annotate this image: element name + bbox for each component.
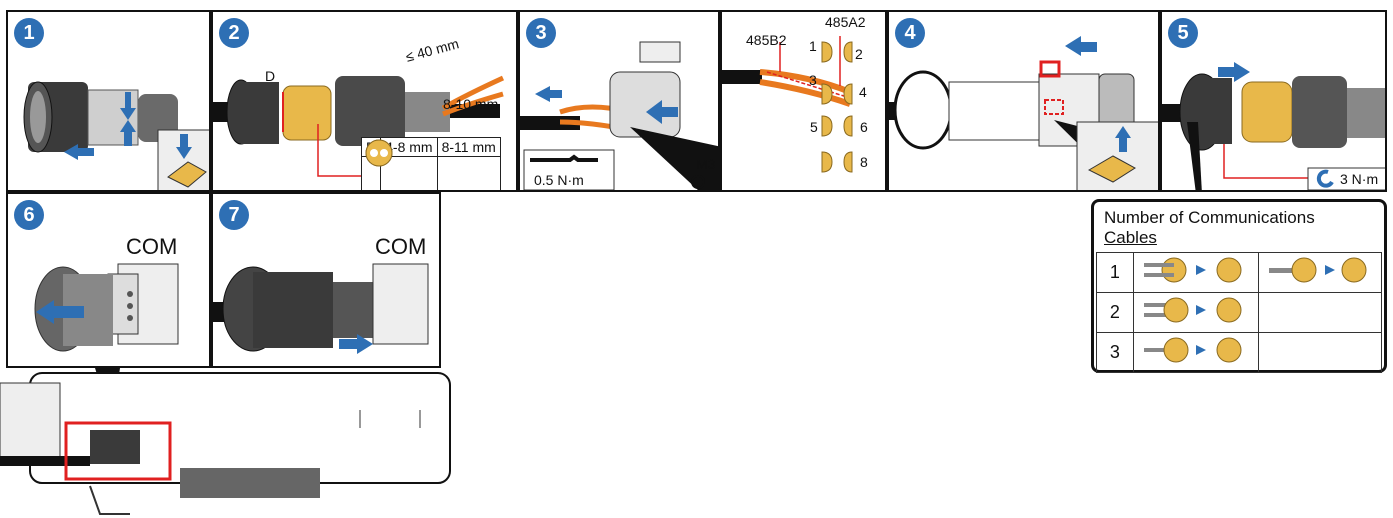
step-6-badge: 6 <box>14 200 44 230</box>
diameter-range-large: 8-11 mm <box>437 138 500 157</box>
pin-5-label: 5 <box>810 119 818 135</box>
step-3-panel: 3 M3 0.5 N·m <box>518 10 720 192</box>
plug-insert-one-icon <box>1259 253 1374 287</box>
step-7-badge: 7 <box>219 200 249 230</box>
step-3-badge: 3 <box>526 18 556 48</box>
plug-insert-four-icon <box>1134 253 1256 287</box>
step-4-illustration <box>889 12 1160 192</box>
legend-title-line2: Cables <box>1104 228 1379 248</box>
step-6-panel: 6 COM <box>6 192 211 368</box>
legend-grid: 1 2 3 <box>1096 252 1382 373</box>
pin-2-label: 2 <box>855 46 863 62</box>
pin-3-label: 3 <box>809 72 817 88</box>
pin-6-label: 6 <box>860 119 868 135</box>
pin-8-label: 8 <box>860 154 868 170</box>
diameter-label: D <box>265 68 275 84</box>
legend-row: 1 <box>1097 253 1382 293</box>
diameter-table: D 4-8 mm 8-11 mm <box>361 137 501 192</box>
step-5-badge: 5 <box>1168 18 1198 48</box>
step-7-panel: 7 COM <box>211 192 441 368</box>
plug-insert-three-icon <box>1134 333 1256 367</box>
step-2-badge: 2 <box>219 18 249 48</box>
legend-row: 3 <box>1097 333 1382 373</box>
step-4-badge: 4 <box>895 18 925 48</box>
com-port-label-7: COM <box>375 234 426 260</box>
step-1-panel: 1 <box>6 10 211 192</box>
step-5-panel: 5 3 N·m <box>1160 10 1387 192</box>
pin-485b2-label: 485B2 <box>746 32 786 48</box>
legend-row-number: 2 <box>1097 293 1134 333</box>
inverter-illustration <box>0 368 470 518</box>
pin-485a2-label: 485A2 <box>825 14 865 30</box>
legend-row-number: 1 <box>1097 253 1134 293</box>
strip-core-label: 8-10 mm <box>443 96 498 112</box>
cable-count-legend: Number of Communications Cables 1 2 3 <box>1091 199 1387 373</box>
step-1-badge: 1 <box>14 18 44 48</box>
legend-row: 2 <box>1097 293 1382 333</box>
seal-two-hole-icon <box>362 138 396 168</box>
step-2-panel: 2 D ≤ 40 mm 8-10 mm D 4-8 mm 8-11 mm <box>211 10 518 192</box>
legend-title-line1: Number of Communications <box>1104 208 1379 228</box>
pin-detail-panel: 485A2 485B2 1 2 3 4 5 6 8 <box>720 10 887 192</box>
screw-size-label: M3 <box>696 156 715 172</box>
step-4-panel: 4 <box>887 10 1160 192</box>
legend-row-number: 3 <box>1097 333 1134 373</box>
pin-1-label: 1 <box>809 38 817 54</box>
plug-insert-two-icon <box>1134 293 1256 327</box>
pin-4-label: 4 <box>859 84 867 100</box>
screw-torque-label: 0.5 N·m <box>534 172 584 188</box>
com-port-label: COM <box>126 234 177 260</box>
legend-title: Number of Communications Cables <box>1104 208 1379 248</box>
seal-torque-label: 3 N·m <box>1340 171 1378 187</box>
